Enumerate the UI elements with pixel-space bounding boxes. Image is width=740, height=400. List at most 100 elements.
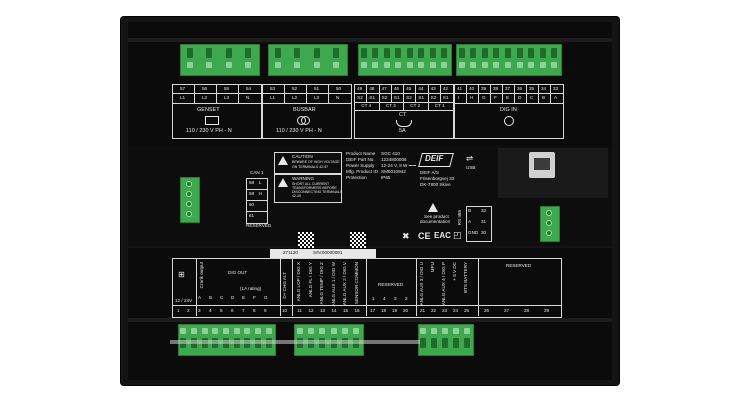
pin-number: 57 [180,86,186,91]
terminal-screw-slot[interactable] [313,48,320,58]
rs485-screw[interactable] [546,210,552,216]
terminal-screw-head [452,328,459,334]
terminal-screw-slot[interactable] [539,48,546,58]
anlg1-label: ANLG AUX 2 / DIG V [342,262,347,306]
sep-anlg2 [478,258,479,316]
anlg2-label: MPU [430,262,435,273]
rs485-pin-number: 32 [481,208,487,213]
cell-divider [216,84,217,103]
warning-title: WARNING [292,176,315,181]
terminal-screw-head [418,62,425,68]
serial-number: S/N:00000091 [313,250,343,255]
warning-line4: 42-49 [292,194,301,198]
terminal-screw-slot[interactable] [452,338,459,348]
terminal-screw-slot[interactable] [294,48,301,58]
terminal-screw-slot[interactable] [528,48,535,58]
ct-sub-label: S2 [430,95,437,100]
can-pin-number: 61 [249,213,255,218]
terminal-screw-slot[interactable] [186,48,193,58]
terminal-screw-head [429,62,436,68]
terminal-screw-slot[interactable] [206,48,213,58]
supply-label: 12 / 24V [175,298,193,303]
ct-sub-label: S2 [381,95,388,100]
terminal-screw-slot[interactable] [481,48,488,58]
terminal-screw-slot[interactable] [463,338,470,348]
genset-section [172,84,262,139]
anlg2-label: + 8 V DC [452,262,457,281]
terminal-screw-slot[interactable] [372,48,379,58]
terminal-screw-slot[interactable] [516,48,523,58]
digin-divider [454,93,563,94]
pin-number: 2 [187,308,190,313]
digin-pin-number: 38 [493,86,499,91]
terminal-screw-slot[interactable] [225,48,232,58]
anlg1-pin-number: 12 [308,308,314,313]
deif-street: Frisenborgvej 33 [420,176,455,181]
digin-divider-2 [454,103,563,104]
terminal-screw-slot[interactable] [493,48,500,58]
rs485-screw[interactable] [546,230,552,236]
terminal-screw-slot[interactable] [441,48,448,58]
terminal-screw-slot[interactable] [383,48,390,58]
genset-voltage: 110 / 230 V PH - N [186,128,232,134]
terminal-screw-slot[interactable] [551,48,558,58]
reserved-right-pin: 29 [544,308,550,313]
digout-letter: G [264,295,268,300]
digout-letter: A [198,295,202,300]
can-screw[interactable] [186,201,192,207]
terminal-screw-slot[interactable] [431,338,438,348]
charge-alt-label: D+ CHG ALT [282,272,287,299]
reserved-right-pin: 26 [484,308,490,313]
terminal-screw-slot[interactable] [470,48,477,58]
reserved-right-label: RESERVED [506,263,532,268]
can-screw[interactable] [186,211,192,217]
cable-tie [170,340,420,344]
terminal-screw-slot[interactable] [406,48,413,58]
cell-divider [514,84,515,103]
terminal-screw-head [551,62,558,68]
ct-group-label: CT 2 [410,103,421,108]
terminal-screw-head [233,328,240,334]
terminal-screw-slot[interactable] [395,48,402,58]
terminal-screw-slot[interactable] [420,338,427,348]
can-terminal-block[interactable] [180,177,200,223]
can-screw[interactable] [186,191,192,197]
cell-divider [238,84,239,103]
digout-letter: C [220,295,224,300]
terminal-screw-slot[interactable] [418,48,425,58]
terminal-screw-slot[interactable] [429,48,436,58]
ct-pin-number: 49 [357,86,363,91]
rs485-screw[interactable] [546,220,552,226]
digin-title: DIG IN [500,107,517,113]
caution-line2: ON TERMINALS 42-57 [292,165,329,169]
product-info-value: 12-24 V, 8 W ⎓⎓ [381,163,416,168]
digout-title: DIG OUT [228,270,248,275]
terminal-screw-slot[interactable] [505,48,511,58]
ct-pin-number: 46 [393,86,399,91]
terminal-screw-head [206,62,213,68]
terminal-screw-slot[interactable] [274,48,281,58]
can-screw[interactable] [186,181,192,187]
digin-pin-number: 40 [469,86,475,91]
terminal-screw-head [458,62,465,68]
terminal-screw-slot[interactable] [360,48,367,58]
ct-sub-label: S1 [418,95,424,100]
cell-divider [550,84,551,103]
pin-number: 56 [202,86,208,91]
cell-divider [284,84,285,103]
terminal-screw-head [441,62,448,68]
row-divider [246,211,267,212]
group-divider [403,102,404,110]
terminal-screw-slot[interactable] [442,338,448,348]
terminal-screw-slot[interactable] [245,48,252,58]
anlg1-pin-number: 13 [320,308,326,313]
top-ridge [128,38,612,42]
ct-title: CT [399,112,407,118]
digout-letter: F [253,295,256,300]
anlg1-pin-number: 11 [297,308,302,313]
terminal-screw-slot[interactable] [333,48,340,58]
terminal-screw-head [493,62,500,68]
terminal-screw-head [296,328,303,334]
terminal-screw-slot[interactable] [458,48,465,58]
see-doc-line2: documentation [420,219,451,224]
